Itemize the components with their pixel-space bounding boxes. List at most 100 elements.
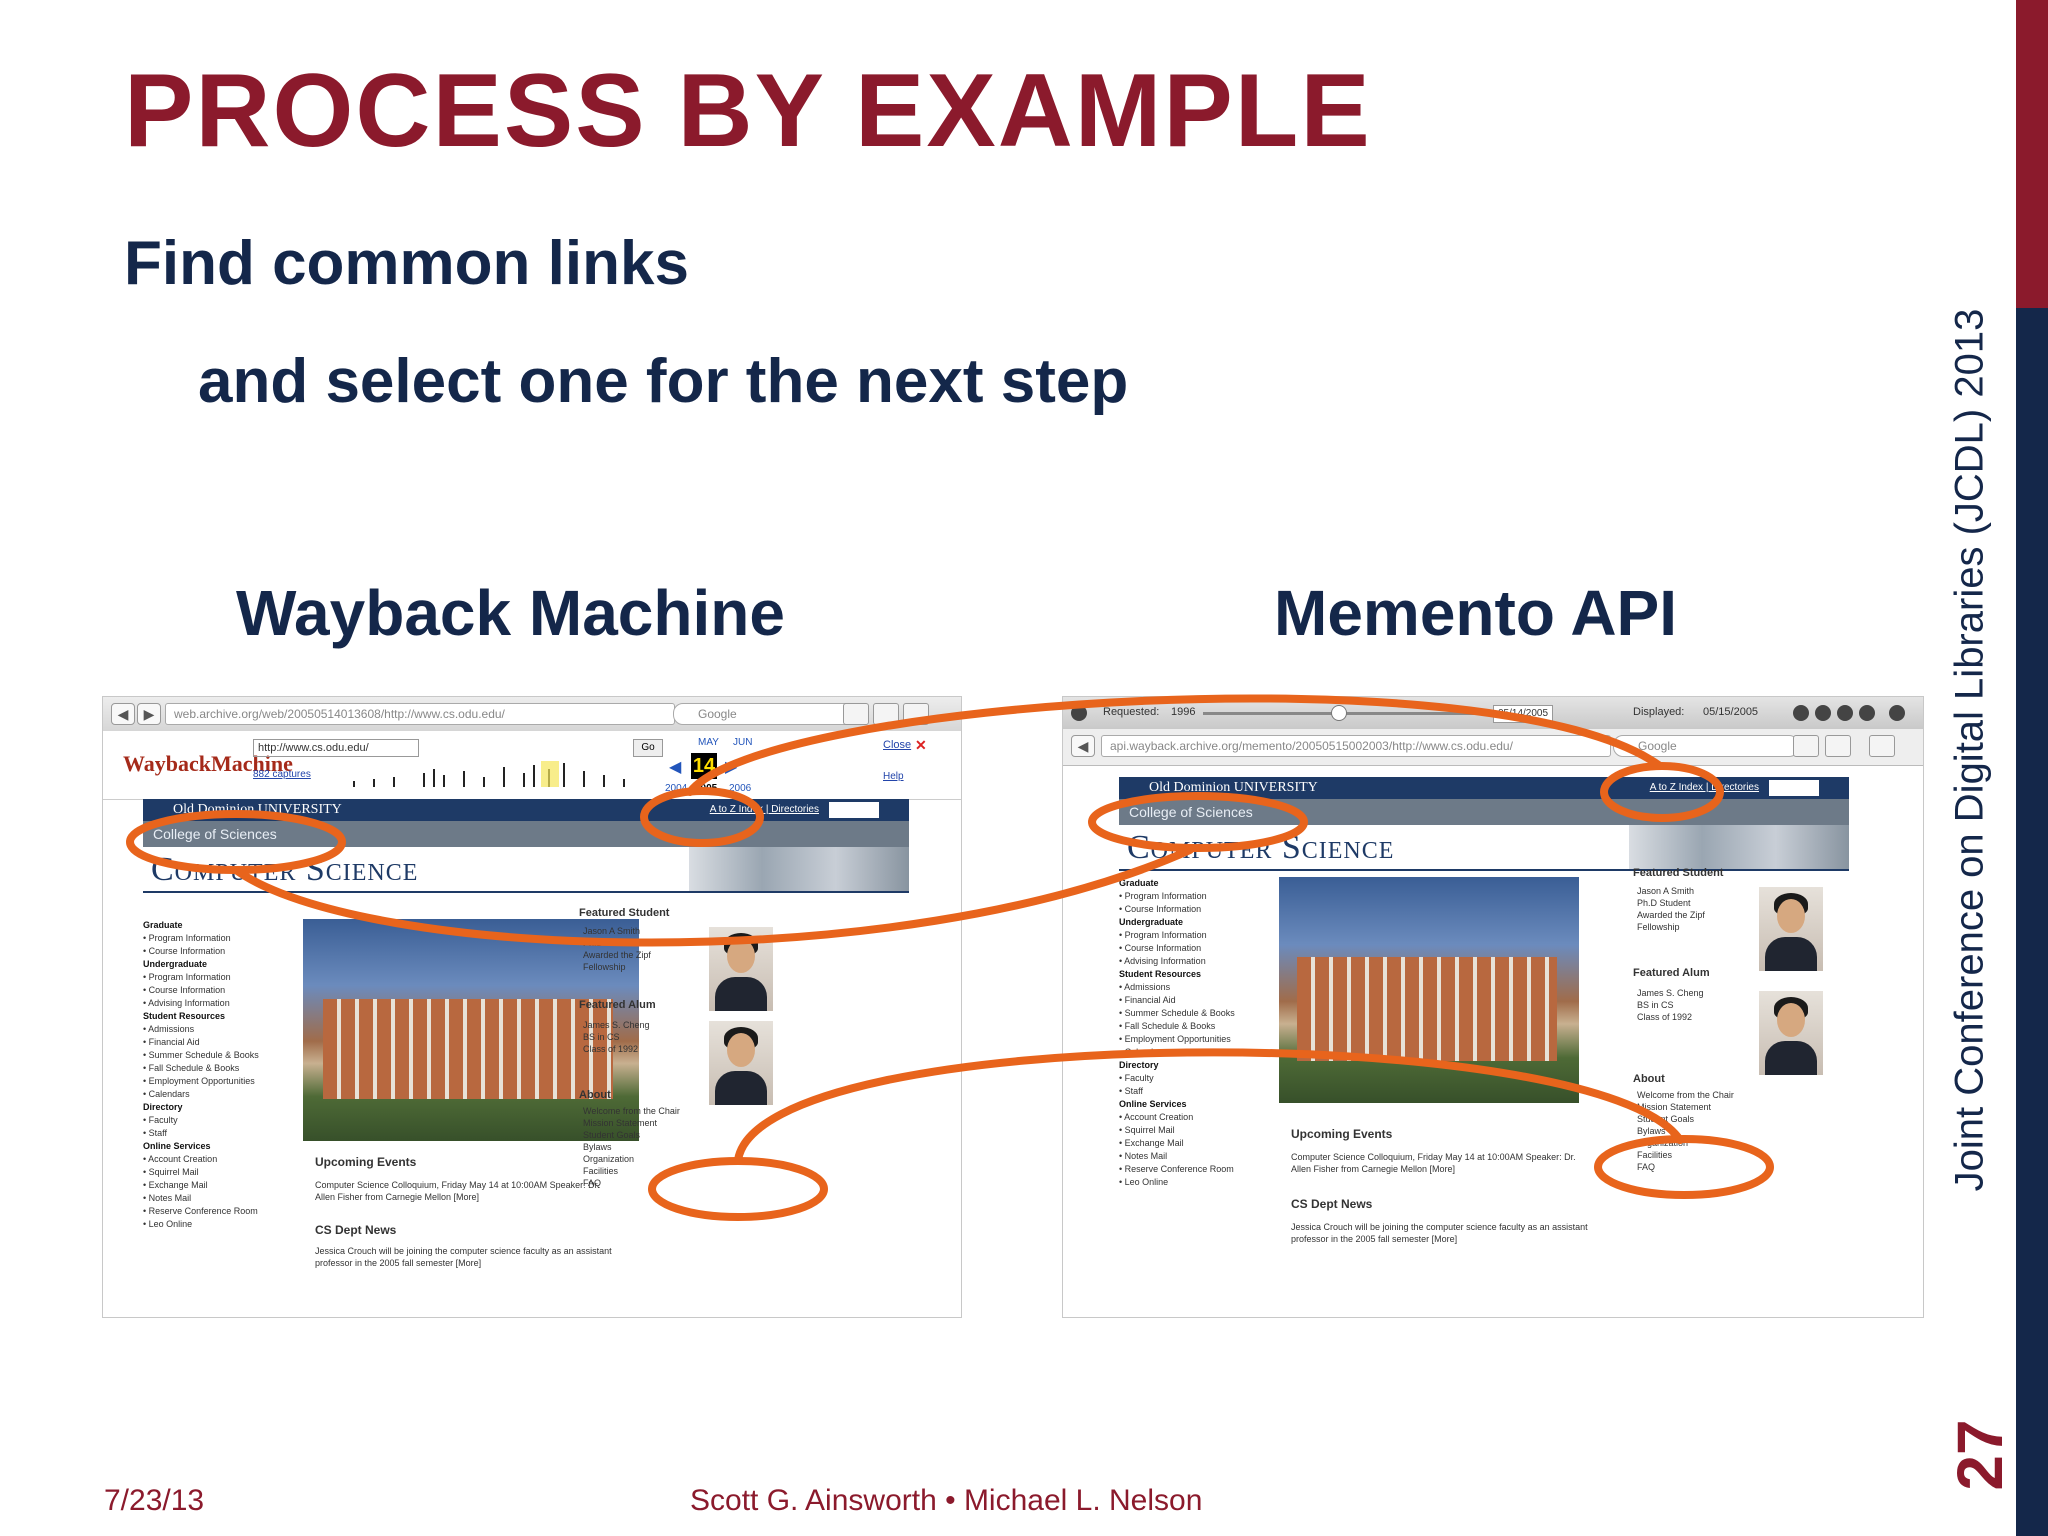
home-icon[interactable]	[1793, 735, 1819, 757]
nav-item[interactable]: • Program Information	[1119, 891, 1207, 901]
nav-item[interactable]: • Faculty	[143, 1115, 178, 1125]
nav-item[interactable]: • Leo Online	[143, 1219, 193, 1229]
about-link[interactable]: Bylaws	[1637, 1126, 1666, 1136]
nav-item[interactable]: • Admissions	[1119, 982, 1171, 992]
next-month-label[interactable]: JUN	[733, 737, 753, 748]
nav-item[interactable]: • Financial Aid	[1119, 995, 1176, 1005]
nav-item[interactable]: • Fall Schedule & Books	[1119, 1021, 1216, 1031]
wayback-help-link[interactable]: Help	[883, 771, 904, 782]
nav-item[interactable]: • Financial Aid	[143, 1037, 200, 1047]
directories-link[interactable]: A to Z Index | Directories	[1649, 782, 1759, 793]
nav-item[interactable]: • Staff	[143, 1128, 167, 1138]
back-icon[interactable]: ◀	[111, 703, 135, 725]
nav-item[interactable]: • Admissions	[143, 1024, 195, 1034]
forward-icon[interactable]: ▶	[137, 703, 161, 725]
welcome-link[interactable]: Welcome from the Chair	[583, 1106, 680, 1116]
directories-link[interactable]: A to Z Index | Directories	[709, 804, 819, 815]
nav-item[interactable]: • Squirrel Mail	[143, 1167, 199, 1177]
next-memento-icon[interactable]	[1837, 705, 1853, 721]
nav-item[interactable]: • Fall Schedule & Books	[143, 1063, 240, 1073]
about-link[interactable]: Organization	[583, 1154, 635, 1164]
page-menu-icon[interactable]	[1825, 735, 1851, 757]
last-memento-icon[interactable]	[1859, 705, 1875, 721]
about-link[interactable]: Student Goals	[583, 1130, 641, 1140]
year-next[interactable]: 2006	[729, 783, 752, 794]
prev-month-label[interactable]: MAY	[698, 737, 719, 748]
nav-heading[interactable]: Student Resources	[1119, 969, 1202, 979]
nav-item[interactable]: • Summer Schedule & Books	[143, 1050, 259, 1060]
nav-item[interactable]: • Program Information	[143, 972, 231, 982]
about-link[interactable]: FAQ	[1637, 1162, 1656, 1172]
nav-item[interactable]: • Summer Schedule & Books	[1119, 1008, 1235, 1018]
nav-item[interactable]: • Program Information	[143, 933, 231, 943]
nav-heading[interactable]: Graduate	[143, 920, 183, 930]
about-link[interactable]: Mission Statement	[1637, 1102, 1712, 1112]
search-field[interactable]: Google	[673, 703, 859, 725]
help-icon[interactable]	[1889, 705, 1905, 721]
nav-heading[interactable]: Directory	[143, 1102, 183, 1112]
time-slider-track[interactable]	[1203, 712, 1503, 715]
nav-item[interactable]: • Course Information	[143, 985, 226, 995]
nav-item[interactable]: • Notes Mail	[1119, 1151, 1168, 1161]
nav-heading[interactable]: Graduate	[1119, 878, 1159, 888]
prev-memento-icon[interactable]	[1815, 705, 1831, 721]
time-slider-knob[interactable]	[1331, 705, 1347, 721]
nav-heading[interactable]: Directory	[1119, 1060, 1159, 1070]
nav-item[interactable]: • Course Information	[1119, 904, 1202, 914]
alum-degree: BS in CS	[1637, 1000, 1674, 1010]
address-bar[interactable]: api.wayback.archive.org/memento/20050515…	[1101, 735, 1611, 757]
home-icon[interactable]	[843, 703, 869, 725]
back-icon[interactable]: ◀	[1071, 735, 1095, 757]
nav-item[interactable]: • Employment Opportunities	[1119, 1034, 1231, 1044]
news-text: Jessica Crouch will be joining the compu…	[1291, 1222, 1588, 1244]
nav-item[interactable]: • Course Information	[1119, 943, 1202, 953]
wayback-url-input[interactable]: http://www.cs.odu.edu/	[253, 739, 419, 757]
nav-item[interactable]: • Account Creation	[1119, 1112, 1194, 1122]
circle-directories-left	[640, 787, 764, 847]
nav-item[interactable]: • Squirrel Mail	[1119, 1125, 1175, 1135]
nav-item[interactable]: • Account Creation	[143, 1154, 218, 1164]
student-portrait	[1759, 887, 1823, 971]
wayback-close-link[interactable]: Close	[883, 739, 912, 751]
welcome-link[interactable]: Welcome from the Chair	[1637, 1090, 1734, 1100]
wayback-go-button[interactable]: Go	[633, 739, 663, 757]
nav-heading[interactable]: Online Services	[143, 1141, 211, 1151]
about-link[interactable]: Facilities	[583, 1166, 619, 1176]
nav-item[interactable]: • Program Information	[1119, 930, 1207, 940]
prev-capture-icon[interactable]: ◀	[669, 759, 682, 776]
about-link[interactable]: Mission Statement	[583, 1118, 658, 1128]
nav-heading[interactable]: Undergraduate	[1119, 917, 1184, 927]
search-field[interactable]: Google	[1613, 735, 1799, 757]
nav-item[interactable]: • Advising Information	[143, 998, 230, 1008]
about-link[interactable]: Bylaws	[583, 1142, 612, 1152]
nav-item[interactable]: • Reserve Conference Room	[1119, 1164, 1234, 1174]
nav-item[interactable]: • Notes Mail	[143, 1193, 192, 1203]
nav-heading[interactable]: Student Resources	[143, 1011, 226, 1021]
about-link[interactable]: Student Goals	[1637, 1114, 1695, 1124]
nav-heading[interactable]: Undergraduate	[143, 959, 208, 969]
nav-item[interactable]: • Faculty	[1119, 1073, 1154, 1083]
nav-item[interactable]: • Calendars	[143, 1089, 190, 1099]
nav-item[interactable]: • Staff	[1119, 1086, 1143, 1096]
wrench-icon[interactable]	[1869, 735, 1895, 757]
about-link[interactable]: Facilities	[1637, 1150, 1673, 1160]
nav-item[interactable]: • Employment Opportunities	[143, 1076, 255, 1086]
nav-item[interactable]: • Exchange Mail	[1119, 1138, 1184, 1148]
college-of-sciences-link[interactable]: College of Sciences	[143, 821, 909, 847]
about-link[interactable]: FAQ	[583, 1178, 602, 1188]
nav-item[interactable]: • Reserve Conference Room	[143, 1206, 258, 1216]
nav-item[interactable]: • Leo Online	[1119, 1177, 1169, 1187]
first-memento-icon[interactable]	[1793, 705, 1809, 721]
nav-item[interactable]: • Course Information	[143, 946, 226, 956]
close-icon[interactable]: ✕	[915, 737, 927, 753]
nav-item[interactable]: • Advising Information	[1119, 956, 1206, 966]
odu-search-input[interactable]	[1769, 780, 1819, 796]
year-prev[interactable]: 2004	[665, 783, 688, 794]
memento-toggle-icon[interactable]	[1071, 705, 1087, 721]
college-of-sciences-link[interactable]: College of Sciences	[1119, 799, 1849, 825]
address-bar[interactable]: web.archive.org/web/20050514013608/http:…	[165, 703, 675, 725]
nav-heading[interactable]: Online Services	[1119, 1099, 1187, 1109]
captures-link[interactable]: 882 captures	[253, 769, 311, 780]
odu-search-input[interactable]	[829, 802, 879, 818]
nav-item[interactable]: • Exchange Mail	[143, 1180, 208, 1190]
